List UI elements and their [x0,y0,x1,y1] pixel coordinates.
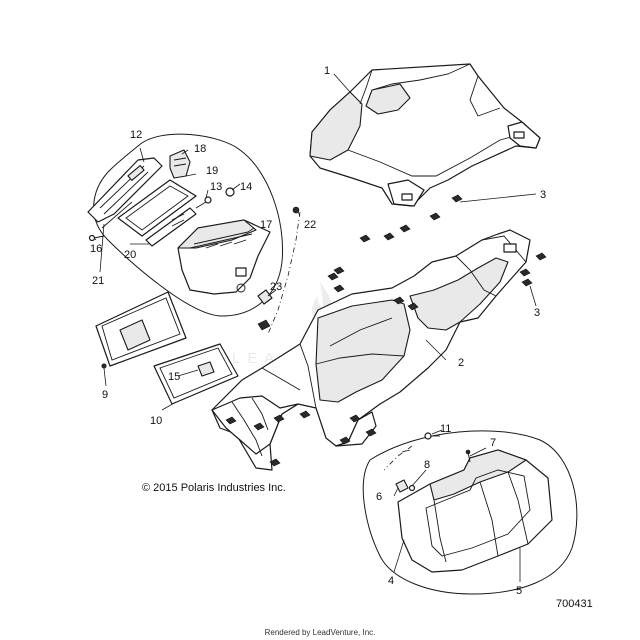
callout-20[interactable]: 20 [124,249,136,261]
callout-22[interactable]: 22 [304,219,316,231]
callout-10[interactable]: 10 [150,415,162,427]
detail-bubble-storage [93,133,284,317]
callout-12[interactable]: 12 [130,129,142,141]
reference-lines [267,211,413,471]
part-latch[interactable] [169,149,191,179]
callout-19[interactable]: 19 [206,165,218,177]
callout-15[interactable]: 15 [168,371,180,383]
callout-16[interactable]: 16 [90,243,102,255]
callout-13[interactable]: 13 [210,181,222,193]
lower-bubble-hardware [395,429,471,493]
callout-6[interactable]: 6 [376,491,382,503]
callout-3b[interactable]: 3 [534,307,540,319]
part-upper-dash-cover[interactable] [309,63,541,207]
callout-9[interactable]: 9 [102,389,108,401]
callout-18[interactable]: 18 [194,143,206,155]
callout-5[interactable]: 5 [516,585,522,597]
part-storage-bin[interactable] [177,219,271,295]
callout-3a[interactable]: 3 [540,189,546,201]
part-seal-frame[interactable] [117,179,197,237]
part-gasket-frame[interactable] [153,343,239,405]
leader-lines [93,73,537,582]
callout-11[interactable]: 11 [440,423,451,435]
callout-4[interactable]: 4 [388,575,394,587]
render-credit: Rendered by LeadVenture, Inc. [264,628,376,637]
diagram-number: 700431 [556,598,593,610]
callout-2[interactable]: 2 [458,357,464,369]
part-lower-storage-tray[interactable] [397,449,553,573]
callout-17[interactable]: 17 [260,219,272,231]
callout-21[interactable]: 21 [92,275,104,287]
callout-14[interactable]: 14 [240,181,252,193]
part-storage-lid[interactable] [87,157,163,223]
part-lower-dash-panel[interactable] [211,229,531,471]
copyright-notice: © 2015 Polaris Industries Inc. [142,482,286,494]
hardware-fasteners [225,194,547,467]
callout-7[interactable]: 7 [490,437,496,449]
part-tray-seal[interactable] [425,469,531,557]
part-gasket[interactable] [101,201,133,229]
callout-labels: 1 2 3 3 4 5 6 7 8 9 10 11 12 13 14 15 16… [90,65,546,597]
callout-23[interactable]: 23 [270,281,282,293]
part-inner-lid[interactable] [95,291,187,369]
callout-1[interactable]: 1 [324,65,330,77]
detail-bubble-lower-storage [362,430,578,595]
callout-8[interactable]: 8 [424,459,430,471]
